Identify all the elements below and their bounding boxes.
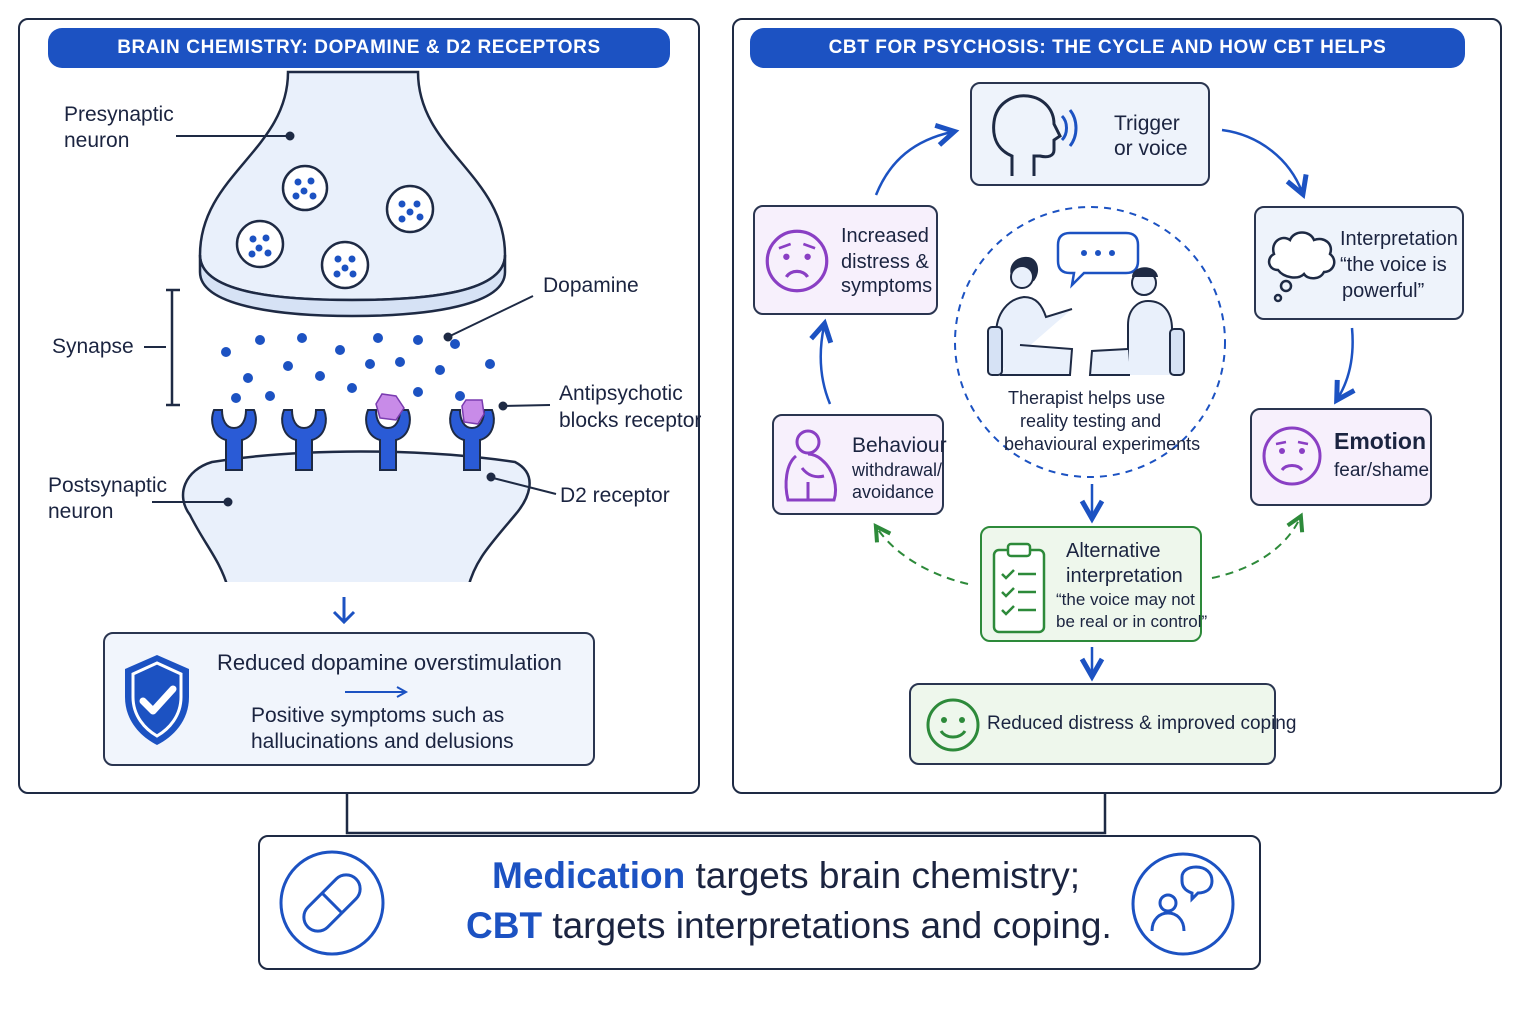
people-chat-icon [1131,852,1235,956]
behaviour-detail-line1: withdrawal/ [852,460,943,480]
emotion-box: Emotion fear/shame [1250,408,1432,506]
interpretation-quote-line2: powerful” [1342,280,1425,302]
therapist-text-line3: behavioural experiments [1004,434,1201,454]
distress-box: Increased distress & symptoms [753,205,938,315]
medication-result-box: Reduced dopamine overstimulation Positiv… [103,632,595,766]
behaviour-label: Behaviour [852,434,947,457]
behaviour-detail-line2: avoidance [852,482,935,502]
cbt-title: CBT FOR PSYCHOSIS: THE CYCLE AND HOW CBT… [750,28,1465,68]
presynaptic-label-line1: Presynaptic [64,103,174,126]
trigger-box: Trigger or voice [970,82,1210,186]
head-speaking-icon [992,94,1078,176]
brain-chemistry-title: BRAIN CHEMISTRY: DOPAMINE & D2 RECEPTORS [48,28,670,68]
thought-cloud-icon [1267,231,1336,303]
pill-icon [279,850,385,956]
interpretation-box: Interpretation “the voice is powerful” [1254,206,1464,320]
alternative-quote-line2: be real or in control” [1056,612,1208,631]
alternative-label-line2: interpretation [1066,565,1183,587]
d2-receptor-label: D2 receptor [560,484,670,507]
summary-line1: Medication targets brain chemistry; [492,855,1080,897]
shield-check-icon [125,655,189,745]
trigger-label-line1: Trigger [1114,112,1180,135]
therapist-text-line2: reality testing and [1020,411,1162,431]
postsynaptic-label-line1: Postsynaptic [48,474,168,497]
smiley-icon [926,698,980,752]
result-body-line1: Positive symptoms such as [251,704,505,727]
summary-line1-text: targets brain chemistry; [685,855,1081,896]
outcome-label: Reduced distress & improved coping [987,713,1297,734]
outcome-box: Reduced distress & improved coping [909,683,1296,765]
antipsychotic-label-line1: Antipsychotic [559,382,683,405]
emotion-detail: fear/shame [1334,460,1430,481]
alternative-quote-line1: “the voice may not [1056,590,1195,609]
summary-line2: CBT targets interpretations and coping. [466,905,1112,947]
therapist-client-illustration [987,231,1185,376]
summary-line2-text: targets interpretations and coping. [542,905,1112,946]
presynaptic-label-line2: neuron [64,129,130,152]
speech-bubble-icon [1056,231,1140,289]
interpretation-quote-line1: “the voice is [1340,254,1447,276]
distress-label-line3: symptoms [841,275,933,297]
therapist-text-line1: Therapist helps use [1008,388,1166,408]
behaviour-box: Behaviour withdrawal/ avoidance [772,414,947,515]
antipsychotic-label-line2: blocks receptor [559,409,702,432]
dopamine-label: Dopamine [543,274,639,297]
sad-face-icon [1262,426,1322,486]
emotion-label: Emotion [1334,428,1426,454]
synapse-label: Synapse [52,335,134,358]
summary-box: Medication targets brain chemistry; CBT … [258,835,1261,970]
medication-highlight: Medication [492,855,686,896]
result-body-line2: hallucinations and delusions [251,730,514,753]
trigger-label-line2: or voice [1114,137,1188,160]
huddled-person-icon [784,429,837,502]
alternative-interpretation-box: Alternative interpretation “the voice ma… [980,526,1207,642]
interpretation-label: Interpretation [1340,228,1458,250]
cbt-highlight: CBT [466,905,543,946]
result-title: Reduced dopamine overstimulation [217,650,562,675]
checklist-icon [992,542,1046,634]
sad-face-icon [765,229,829,293]
postsynaptic-label-line2: neuron [48,500,114,523]
arrow-right-icon [345,686,409,698]
distress-label-line2: distress & [841,251,929,273]
alternative-label-line1: Alternative [1066,540,1161,562]
distress-label-line1: Increased [841,225,929,247]
